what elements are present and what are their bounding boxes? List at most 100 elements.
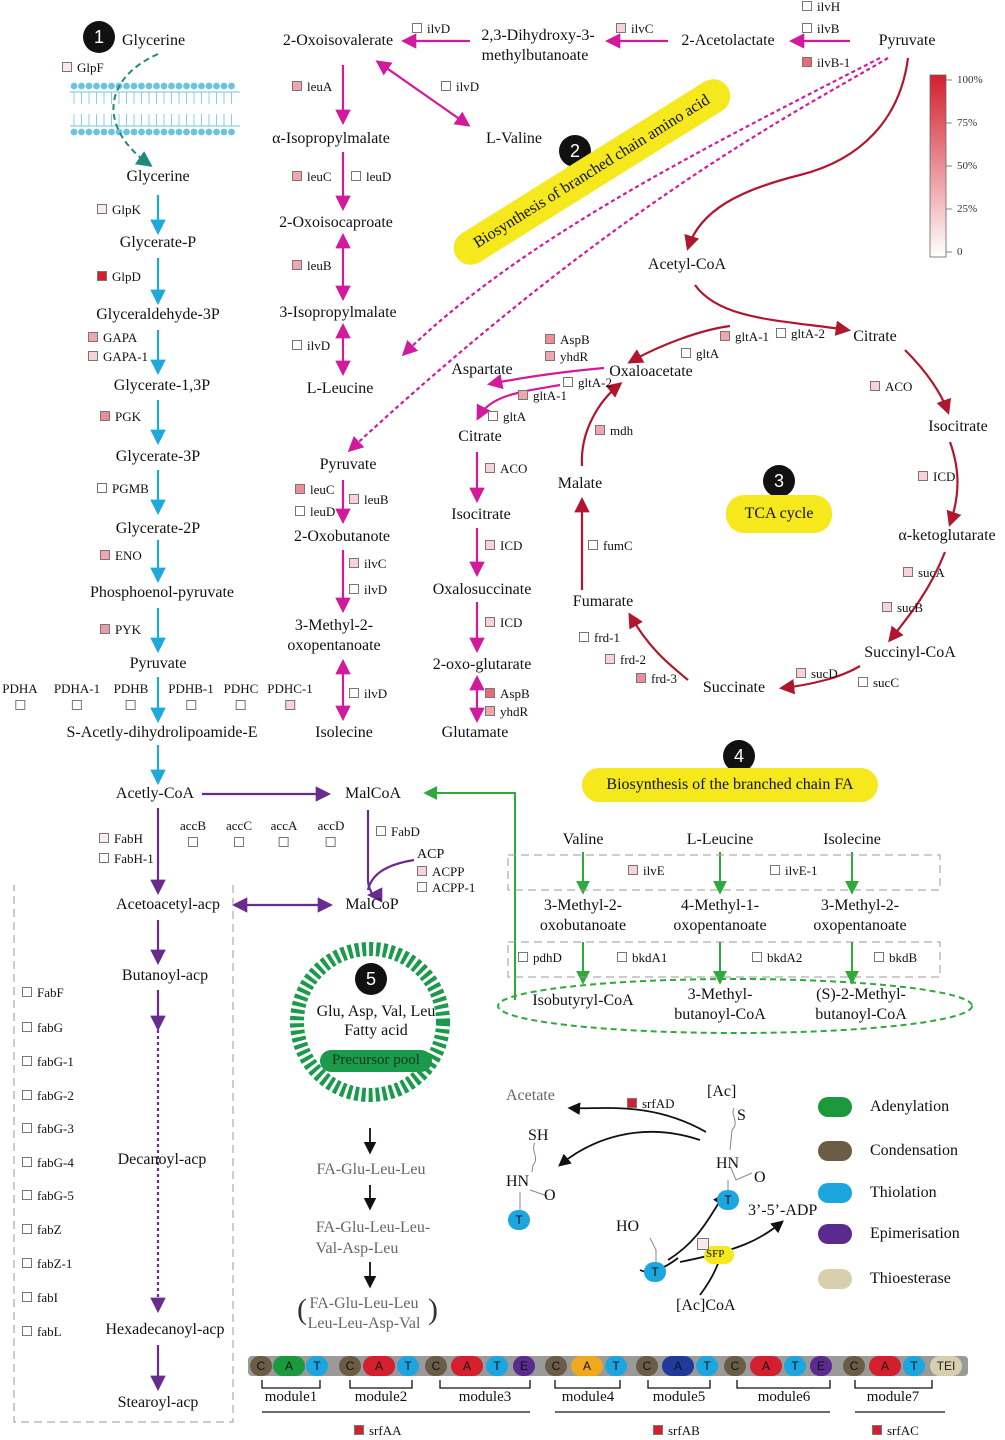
lipid-head [138, 128, 145, 136]
lipid-head [228, 128, 235, 136]
paren-left: ( [297, 1293, 307, 1326]
bcfa-enzyme-boxes [507, 854, 941, 978]
gene-ilvh: ilvH [802, 0, 840, 14]
domain-a-21: A [869, 1356, 901, 1376]
oxalosuccinate: Oxalosuccinate [432, 581, 532, 598]
pyruvate-glycolysis: Pyruvate [129, 655, 187, 672]
gene-frd1: frd-1 [579, 630, 620, 645]
gene-pdha: PDHA [2, 681, 38, 710]
module-label-5: module5 [652, 1389, 706, 1405]
gene-fabg4: fabG-4 [22, 1155, 74, 1170]
module-brackets [261, 1380, 945, 1413]
lipid-head [70, 82, 78, 90]
lipid-head [183, 128, 190, 136]
operon-srfaa: srfAA [354, 1423, 402, 1438]
gene-fabg3: fabG-3 [22, 1121, 74, 1136]
gene-bkda2: bkdA2 [752, 950, 802, 965]
fumarate: Fumarate [572, 593, 634, 610]
domain-a-17: A [750, 1356, 782, 1376]
gene-fabh1: FabH-1 [99, 851, 154, 866]
domain-a-14: A [662, 1356, 694, 1376]
glycerate-2p: Glycerate-2P [115, 520, 201, 537]
precursor-pool-label: Precursor pool [332, 1052, 420, 1068]
module-label-6: module6 [757, 1389, 811, 1405]
section-number-4: 4 [723, 740, 755, 772]
gene-ilvd-leucine: ilvD [292, 338, 330, 353]
domain-t-12: T [605, 1356, 627, 1376]
s-acetyl-dihydrolipoamide: S-Acetly-dihydrolipoamide-E [66, 724, 258, 741]
gene-pgmb: PGMB [97, 481, 149, 496]
gene-bkdb: bkdB [874, 950, 917, 965]
legend-swatch-condensation [818, 1141, 852, 1161]
lipid-head [220, 128, 228, 136]
lipid-head [93, 82, 100, 90]
gene-ilvc-top: ilvC [616, 21, 653, 36]
bcfa-title-box: Biosynthesis of the branched chain FA [582, 768, 878, 802]
gene-leuc: leuC [292, 169, 332, 184]
lipid-head [138, 82, 145, 90]
gene-yhdr: yhdR [545, 349, 588, 364]
sfp-label: SFP [706, 1248, 725, 1260]
acetyl-coa-tca: Acetyl-CoA [647, 256, 727, 273]
phosphoenol-pyruvate: Phosphoenol-pyruvate [90, 584, 234, 601]
precursor-pool-line1: Glu, Asp, Val, Leu [316, 1003, 436, 1020]
malate: Malate [557, 475, 603, 492]
gene-suca: sucA [903, 565, 945, 580]
gene-ilvd-top: ilvD [412, 21, 450, 36]
amide-hn-right: HN [716, 1155, 740, 1172]
gene-aspb: AspB [545, 332, 590, 347]
domain-t-2: T [306, 1356, 328, 1376]
gene-fabg5: fabG-5 [22, 1188, 74, 1203]
succinyl-coa: Succinyl-CoA [864, 644, 956, 661]
lipid-head [168, 128, 175, 136]
methyl-butanoyl-coa-l2: butanoyl-CoA [674, 1006, 766, 1023]
domain-t-18: T [784, 1356, 806, 1376]
scale-label-75: 75% [957, 117, 978, 129]
sfp-gene-box [697, 1238, 709, 1250]
gene-fabg1: fabG-1 [22, 1054, 74, 1069]
acetoacetyl-acp: Acetoacetyl-acp [116, 896, 220, 913]
gene-fabz: fabZ [22, 1222, 62, 1237]
adp-label: 3’-5’-ADP [748, 1202, 818, 1219]
paren-right: ) [428, 1293, 438, 1326]
dihydroxy-methylbutanoate-line2: methylbutanoate [481, 47, 589, 64]
operon-srfac: srfAC [872, 1423, 919, 1438]
gene-pdhd: pdhD [518, 950, 562, 965]
lipid-head [213, 82, 220, 90]
domain-c-16: C [724, 1356, 746, 1376]
domain-t-5: T [397, 1356, 419, 1376]
glutamate: Glutamate [441, 724, 509, 741]
alpha-isopropylmalate: α-Isopropylmalate [272, 130, 390, 147]
gene-fabd: FabD [376, 824, 420, 839]
lipid-head [145, 82, 153, 90]
gene-sucb: sucB [882, 600, 923, 615]
isolecine: Isolecine [315, 724, 373, 741]
lipid-head [70, 128, 78, 136]
lipid-head [123, 128, 130, 136]
surfactin-intermediate-2-l1: FA-Glu-Leu-Leu- [315, 1219, 431, 1236]
gene-leuc-2: leuC [295, 482, 335, 497]
gene-aco: ACO [870, 379, 912, 394]
domain-c-20: C [843, 1356, 865, 1376]
legend-swatch-adenylation [818, 1097, 852, 1117]
sulfur-s: S [737, 1107, 746, 1124]
module-label-7: module7 [866, 1389, 920, 1405]
butanoyl-acp: Butanoyl-acp [121, 967, 209, 984]
surfactin-product-l1: FA-Glu-Leu-Leu [309, 1295, 419, 1312]
gene-eno: ENO [100, 548, 142, 563]
lipid-head [93, 128, 100, 136]
pyruvate-mid: Pyruvate [319, 456, 377, 473]
gene-fabz1: fabZ-1 [22, 1256, 72, 1271]
thiolation-t-bottom: T [644, 1262, 666, 1282]
lipid-head [108, 128, 115, 136]
carbonyl-o-left: O [544, 1187, 556, 1204]
oxaloacetate: Oxaloacetate [609, 363, 693, 380]
gene-ilvb1: ilvB-1 [802, 55, 850, 70]
gene-pdhc: PDHC [224, 681, 258, 710]
gene-fabl: fabL [22, 1324, 62, 1339]
domain-c-10: C [545, 1356, 567, 1376]
operon-srfab: srfAB [653, 1423, 700, 1438]
gene-glta2-a: gltA-2 [776, 326, 825, 341]
citrate-branch: Citrate [458, 428, 502, 445]
gene-accd: accD [318, 818, 344, 847]
